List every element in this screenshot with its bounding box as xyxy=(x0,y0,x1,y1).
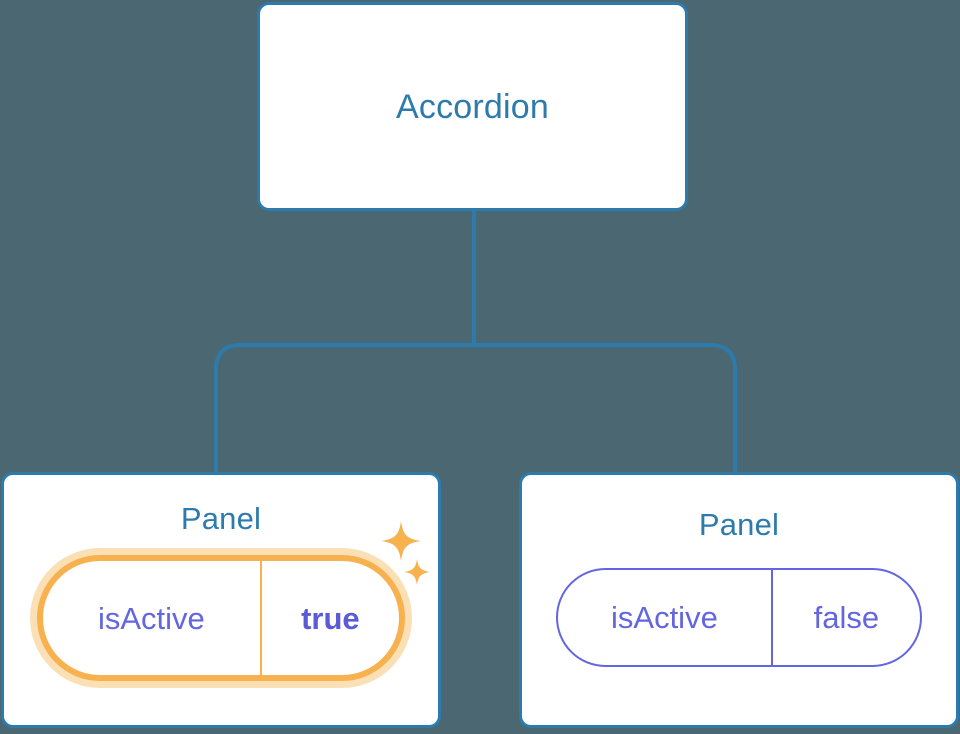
prop-pill-value: true xyxy=(301,600,360,636)
connector-branch-left xyxy=(214,343,474,472)
prop-pill-key: isActive xyxy=(43,561,262,675)
node-panel-active-title: Panel xyxy=(180,501,262,536)
prop-pill-isactive-false[interactable]: isActive false xyxy=(556,568,922,667)
connector-branch-right xyxy=(474,343,737,472)
node-accordion-title: Accordion xyxy=(396,87,549,126)
prop-pill-value: false xyxy=(813,600,880,635)
prop-pill-wrapper-active: isActive true xyxy=(37,521,430,681)
node-panel-active[interactable]: Panel isActive true xyxy=(1,472,441,728)
sparkle-small-icon xyxy=(404,559,430,585)
node-accordion[interactable]: Accordion xyxy=(257,2,688,211)
node-panel-inactive-title: Panel xyxy=(698,507,780,542)
prop-pill-isactive-true[interactable]: isActive true xyxy=(37,555,405,681)
sparkle-large-icon xyxy=(381,521,421,561)
node-panel-inactive[interactable]: Panel isActive false xyxy=(519,472,959,728)
prop-pill-wrapper-inactive: isActive false xyxy=(556,568,922,667)
prop-pill-key: isActive xyxy=(558,570,773,665)
